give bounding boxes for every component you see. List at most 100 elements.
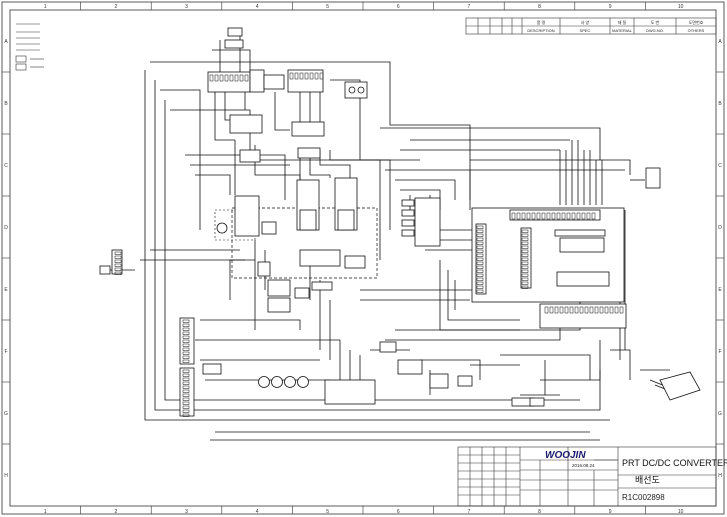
pin-mark — [561, 212, 566, 220]
header-text: 품 명 DESCRIPTION 사 양 SPEC 재 질 MATERIAL 도 … — [527, 19, 704, 33]
pin-mark — [554, 306, 559, 314]
pin-mark — [564, 306, 569, 314]
pin-mark — [182, 397, 190, 401]
pin-mark — [541, 212, 546, 220]
pin-mark — [551, 212, 556, 220]
zone-label-top: 6 — [397, 4, 400, 10]
zone-label-bottom: 4 — [256, 509, 259, 515]
title-block-text: WOOJIN PRT DC/DC CONVERTER 배선도 R1C002898… — [545, 450, 727, 502]
header-col-1: DESCRIPTION — [527, 28, 554, 33]
zone-label-right: F — [718, 349, 721, 355]
zone-label-top: 5 — [326, 4, 329, 10]
pin-mark — [476, 253, 484, 257]
zone-label-bottom: 5 — [326, 509, 329, 515]
pin-mark — [289, 72, 294, 80]
output-plug — [659, 371, 701, 401]
pin-mark — [586, 212, 591, 220]
pin-mark — [182, 393, 190, 397]
pin-mark — [182, 347, 190, 351]
drawing-subtitle: 배선도 — [635, 475, 660, 485]
board-connector-left — [475, 223, 487, 295]
terminal-strip-left — [179, 317, 195, 365]
zone-label-left: A — [4, 39, 8, 45]
pin-mark — [589, 306, 594, 314]
pin-mark — [476, 269, 484, 273]
pin-mark — [521, 273, 529, 277]
pin-mark — [182, 405, 190, 409]
lamp-2 — [271, 376, 283, 388]
connector-left — [111, 249, 123, 275]
pin-mark — [182, 369, 190, 373]
pin-mark — [536, 212, 541, 220]
pin-mark — [182, 319, 190, 323]
zone-label-bottom: 2 — [115, 509, 118, 515]
relay-bottom-center — [397, 359, 423, 375]
zone-label-bottom: 10 — [678, 509, 684, 515]
pin-mark — [476, 261, 484, 265]
pin-mark — [182, 389, 190, 393]
header-col-8: 도면번호 — [689, 19, 704, 25]
relay-stack — [414, 197, 441, 247]
pin-mark — [476, 249, 484, 253]
brand-logo: WOOJIN — [545, 450, 586, 461]
pin-mark — [299, 72, 304, 80]
board-bottom-connector — [539, 303, 627, 329]
pin-mark — [521, 237, 529, 241]
pin-mark — [182, 385, 190, 389]
pin-mark — [566, 212, 571, 220]
pin-mark — [476, 245, 484, 249]
pin-mark — [584, 306, 589, 314]
header-col-9: OTHERS — [688, 28, 705, 33]
header-col-6: 도 번 — [651, 19, 660, 25]
pin-mark — [511, 212, 516, 220]
zone-label-bottom: 1 — [44, 509, 47, 515]
pin-mark — [182, 409, 190, 413]
pin-mark — [182, 377, 190, 381]
pin-mark — [571, 212, 576, 220]
pin-mark — [114, 251, 122, 255]
terminal-strip-lower — [179, 367, 195, 417]
pin-mark — [182, 401, 190, 405]
zone-label-top: 9 — [609, 4, 612, 10]
pin-mark — [182, 335, 190, 339]
pin-mark — [516, 212, 521, 220]
pin-mark — [182, 339, 190, 343]
zone-label-left: D — [4, 225, 8, 231]
pin-mark — [209, 74, 214, 82]
zone-label-bottom: 3 — [185, 509, 188, 515]
pin-mark — [521, 261, 529, 265]
zone-label-right: H — [718, 473, 722, 479]
title-block — [457, 446, 717, 507]
components — [99, 27, 701, 417]
pin-mark — [521, 281, 529, 285]
pin-mark — [182, 331, 190, 335]
pin-mark — [182, 355, 190, 359]
lamp-1 — [258, 376, 270, 388]
pin-mark — [182, 359, 190, 363]
pin-mark — [114, 267, 122, 271]
pin-mark — [591, 212, 596, 220]
pin-mark — [521, 229, 529, 233]
pin-mark — [521, 265, 529, 269]
pin-mark — [526, 212, 531, 220]
pin-mark — [314, 72, 319, 80]
zone-label-top: 10 — [678, 4, 684, 10]
drawing-title: PRT DC/DC CONVERTER — [622, 458, 727, 468]
pin-mark — [556, 212, 561, 220]
board-chip-2 — [556, 271, 610, 287]
zone-label-bottom: 6 — [397, 509, 400, 515]
zone-label-right: E — [718, 287, 722, 293]
pin-mark — [234, 74, 239, 82]
motor-symbol — [216, 222, 228, 234]
pin-mark — [476, 233, 484, 237]
zone-label-top: 2 — [115, 4, 118, 10]
connector-top-right-edge — [645, 167, 661, 189]
pin-mark — [521, 245, 529, 249]
pin-mark — [546, 212, 551, 220]
pin-mark — [476, 285, 484, 289]
header-table — [465, 17, 717, 35]
pin-mark — [224, 74, 229, 82]
